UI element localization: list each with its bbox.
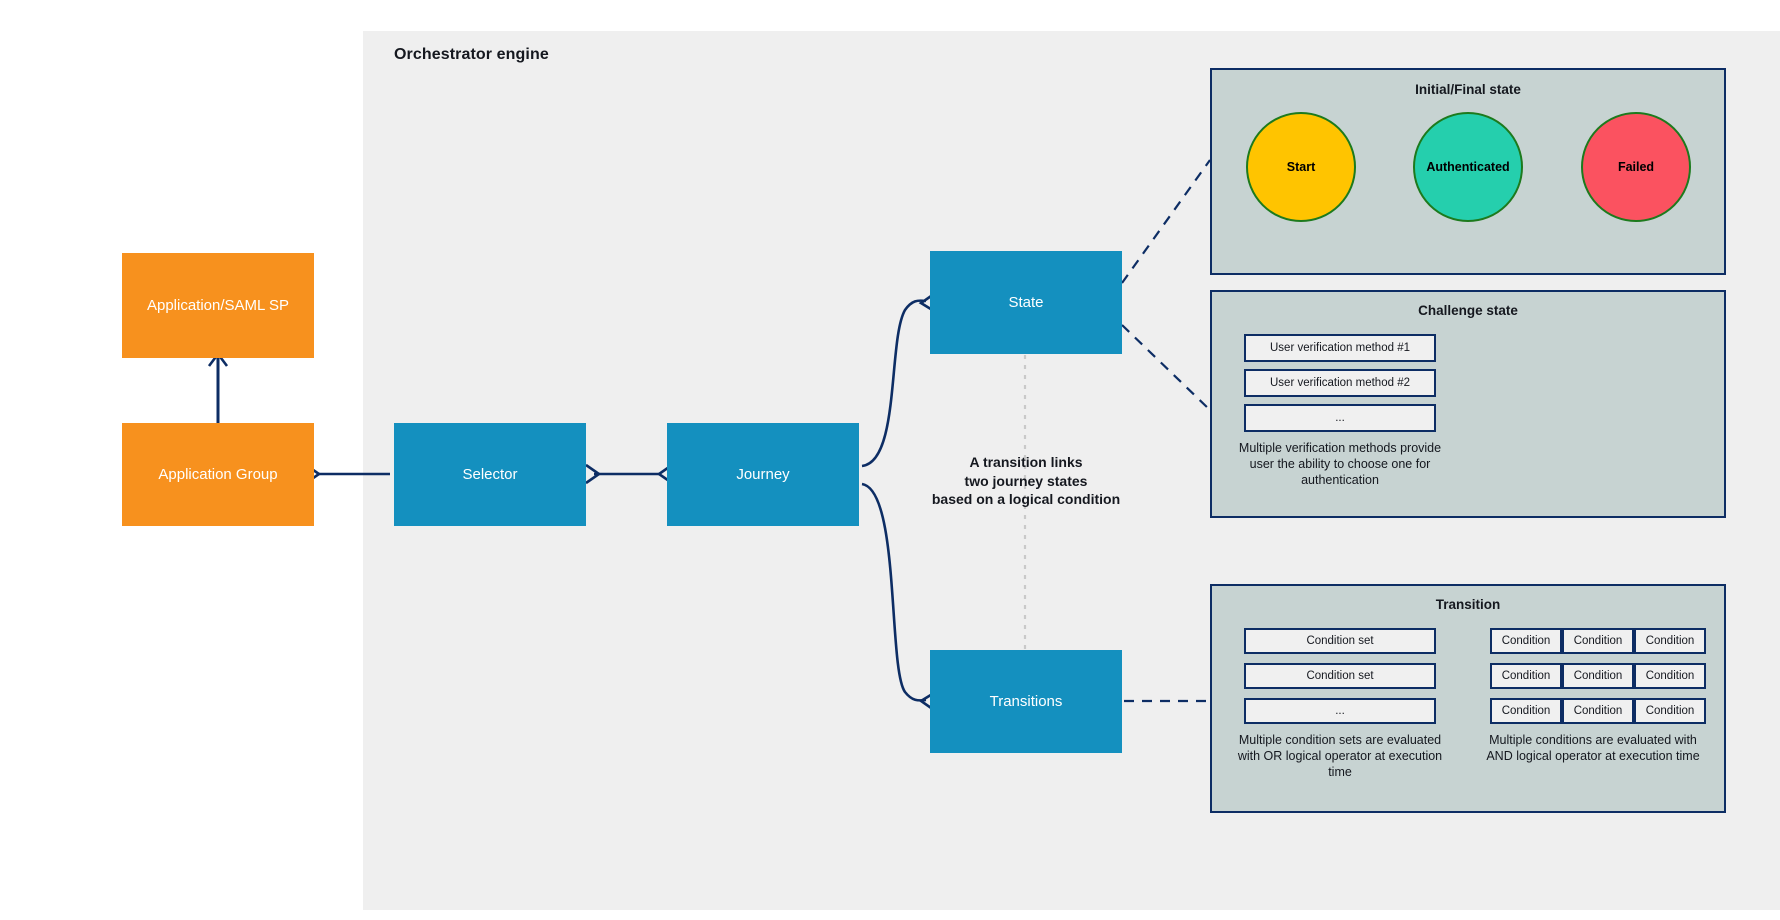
condition-cell-r1c1[interactable]: Condition: [1490, 628, 1562, 654]
challenge-state-title: Challenge state: [1418, 303, 1518, 318]
condition-cell-r2c2[interactable]: Condition: [1562, 663, 1634, 689]
node-application-group-label: Application Group: [158, 465, 278, 483]
condition-cell-r1c1-label: Condition: [1501, 635, 1551, 647]
state-circle-authenticated[interactable]: Authenticated: [1413, 112, 1523, 222]
node-transitions-label: Transitions: [989, 692, 1063, 710]
transition-panel-title: Transition: [1435, 597, 1501, 612]
transition-explainer-line-1: A transition links: [969, 454, 1083, 470]
transition-explainer-line-3: based on a logical condition: [931, 491, 1121, 508]
condition-cell-r3c2-label: Condition: [1573, 705, 1623, 717]
condition-cell-r3c3[interactable]: Condition: [1634, 698, 1706, 724]
verification-method-1-label: User verification method #1: [1270, 342, 1410, 354]
state-circle-failed[interactable]: Failed: [1581, 112, 1691, 222]
initial-final-state-panel: Initial/Final state Start Authenticated …: [1210, 68, 1726, 275]
transition-panel: Transition Condition set Condition set .…: [1210, 584, 1726, 813]
condition-set-2-label: Condition set: [1306, 670, 1374, 682]
condition-set-2[interactable]: Condition set: [1244, 663, 1436, 689]
node-journey-label: Journey: [736, 465, 790, 483]
verification-method-more-label: ...: [1335, 412, 1345, 424]
condition-cell-r2c1-label: Condition: [1501, 670, 1551, 682]
transition-explainer-line-2: two journey states: [964, 472, 1088, 489]
state-circle-start[interactable]: Start: [1246, 112, 1356, 222]
verification-method-more[interactable]: ...: [1244, 404, 1436, 432]
condition-cell-r2c2-label: Condition: [1573, 670, 1623, 682]
condition-cell-r3c1-label: Condition: [1501, 705, 1551, 717]
node-state-label: State: [1008, 293, 1044, 311]
condition-cell-r1c3-label: Condition: [1645, 635, 1695, 647]
condition-set-more-label: ...: [1335, 705, 1345, 717]
condition-set-1[interactable]: Condition set: [1244, 628, 1436, 654]
condition-cell-r3c3-label: Condition: [1645, 705, 1695, 717]
node-selector[interactable]: Selector: [394, 423, 586, 526]
edge-appgroup-to-samlsp: [207, 351, 229, 424]
verification-method-1[interactable]: User verification method #1: [1244, 334, 1436, 362]
condition-cell-r2c1[interactable]: Condition: [1490, 663, 1562, 689]
condition-cell-r1c2-label: Condition: [1573, 635, 1623, 647]
node-state[interactable]: State: [930, 251, 1122, 354]
initial-final-state-title: Initial/Final state: [1415, 82, 1521, 97]
condition-cell-r2c3[interactable]: Condition: [1634, 663, 1706, 689]
node-application-group[interactable]: Application Group: [122, 423, 314, 526]
condition-cell-r3c2[interactable]: Condition: [1562, 698, 1634, 724]
node-application-saml-sp[interactable]: Application/SAML SP: [122, 253, 314, 358]
verification-method-2-label: User verification method #2: [1270, 377, 1410, 389]
challenge-state-note: Multiple verification methods provide us…: [1238, 441, 1442, 487]
condition-cell-r2c3-label: Condition: [1645, 670, 1695, 682]
condition-sets-note: Multiple condition sets are evaluated wi…: [1237, 733, 1443, 779]
condition-cell-r1c2[interactable]: Condition: [1562, 628, 1634, 654]
state-circle-authenticated-label: Authenticated: [1426, 160, 1510, 174]
condition-cell-r3c1[interactable]: Condition: [1490, 698, 1562, 724]
node-selector-label: Selector: [462, 465, 518, 483]
state-circle-failed-label: Failed: [1617, 160, 1655, 174]
node-journey[interactable]: Journey: [667, 423, 859, 526]
conditions-note: Multiple conditions are evaluated with A…: [1486, 733, 1700, 763]
condition-set-more[interactable]: ...: [1244, 698, 1436, 724]
challenge-state-panel: Challenge state User verification method…: [1210, 290, 1726, 518]
node-transitions[interactable]: Transitions: [930, 650, 1122, 753]
verification-method-2[interactable]: User verification method #2: [1244, 369, 1436, 397]
condition-set-1-label: Condition set: [1306, 635, 1374, 647]
orchestrator-engine-title: Orchestrator engine: [394, 46, 549, 63]
transition-explainer-note: A transition links two journey states ba…: [906, 453, 1146, 509]
state-circle-start-label: Start: [1286, 160, 1316, 174]
condition-cell-r1c3[interactable]: Condition: [1634, 628, 1706, 654]
node-application-saml-sp-label: Application/SAML SP: [146, 296, 290, 314]
